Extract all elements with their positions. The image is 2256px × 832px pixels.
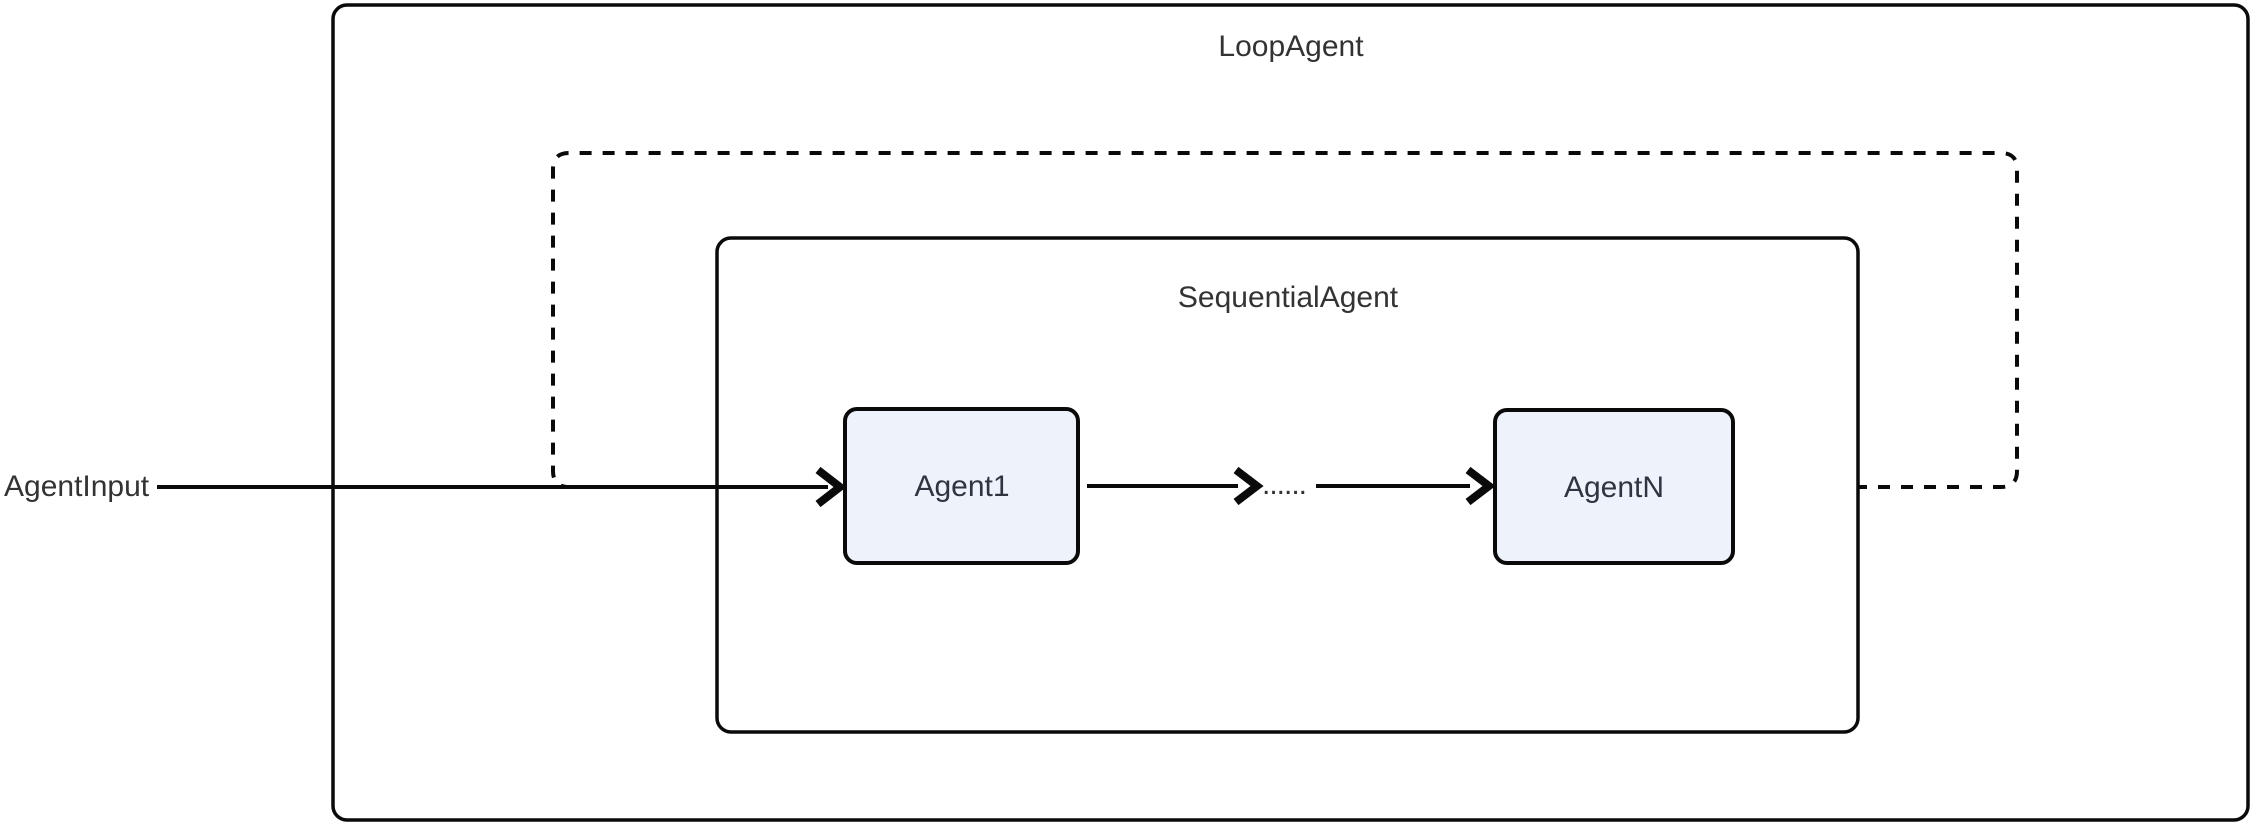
agent1-node [843,407,1080,565]
agentn-label: AgentN [1563,471,1665,504]
arrowhead-into-agentn-icon [1465,466,1496,506]
arrowhead-at-ellipsis-icon [1233,466,1264,506]
agent1-label: Agent1 [914,470,1010,503]
agent-input-label: AgentInput [4,470,150,503]
loop-agent-title: LoopAgent [1218,30,1364,63]
agentn-node [1493,408,1735,565]
ellipsis-label: ...... [1262,468,1307,501]
arrowhead-into-agent1-icon [815,466,847,508]
loop-back-dashed-edge [551,151,2019,489]
sequential-agent-title: SequentialAgent [1177,281,1399,314]
